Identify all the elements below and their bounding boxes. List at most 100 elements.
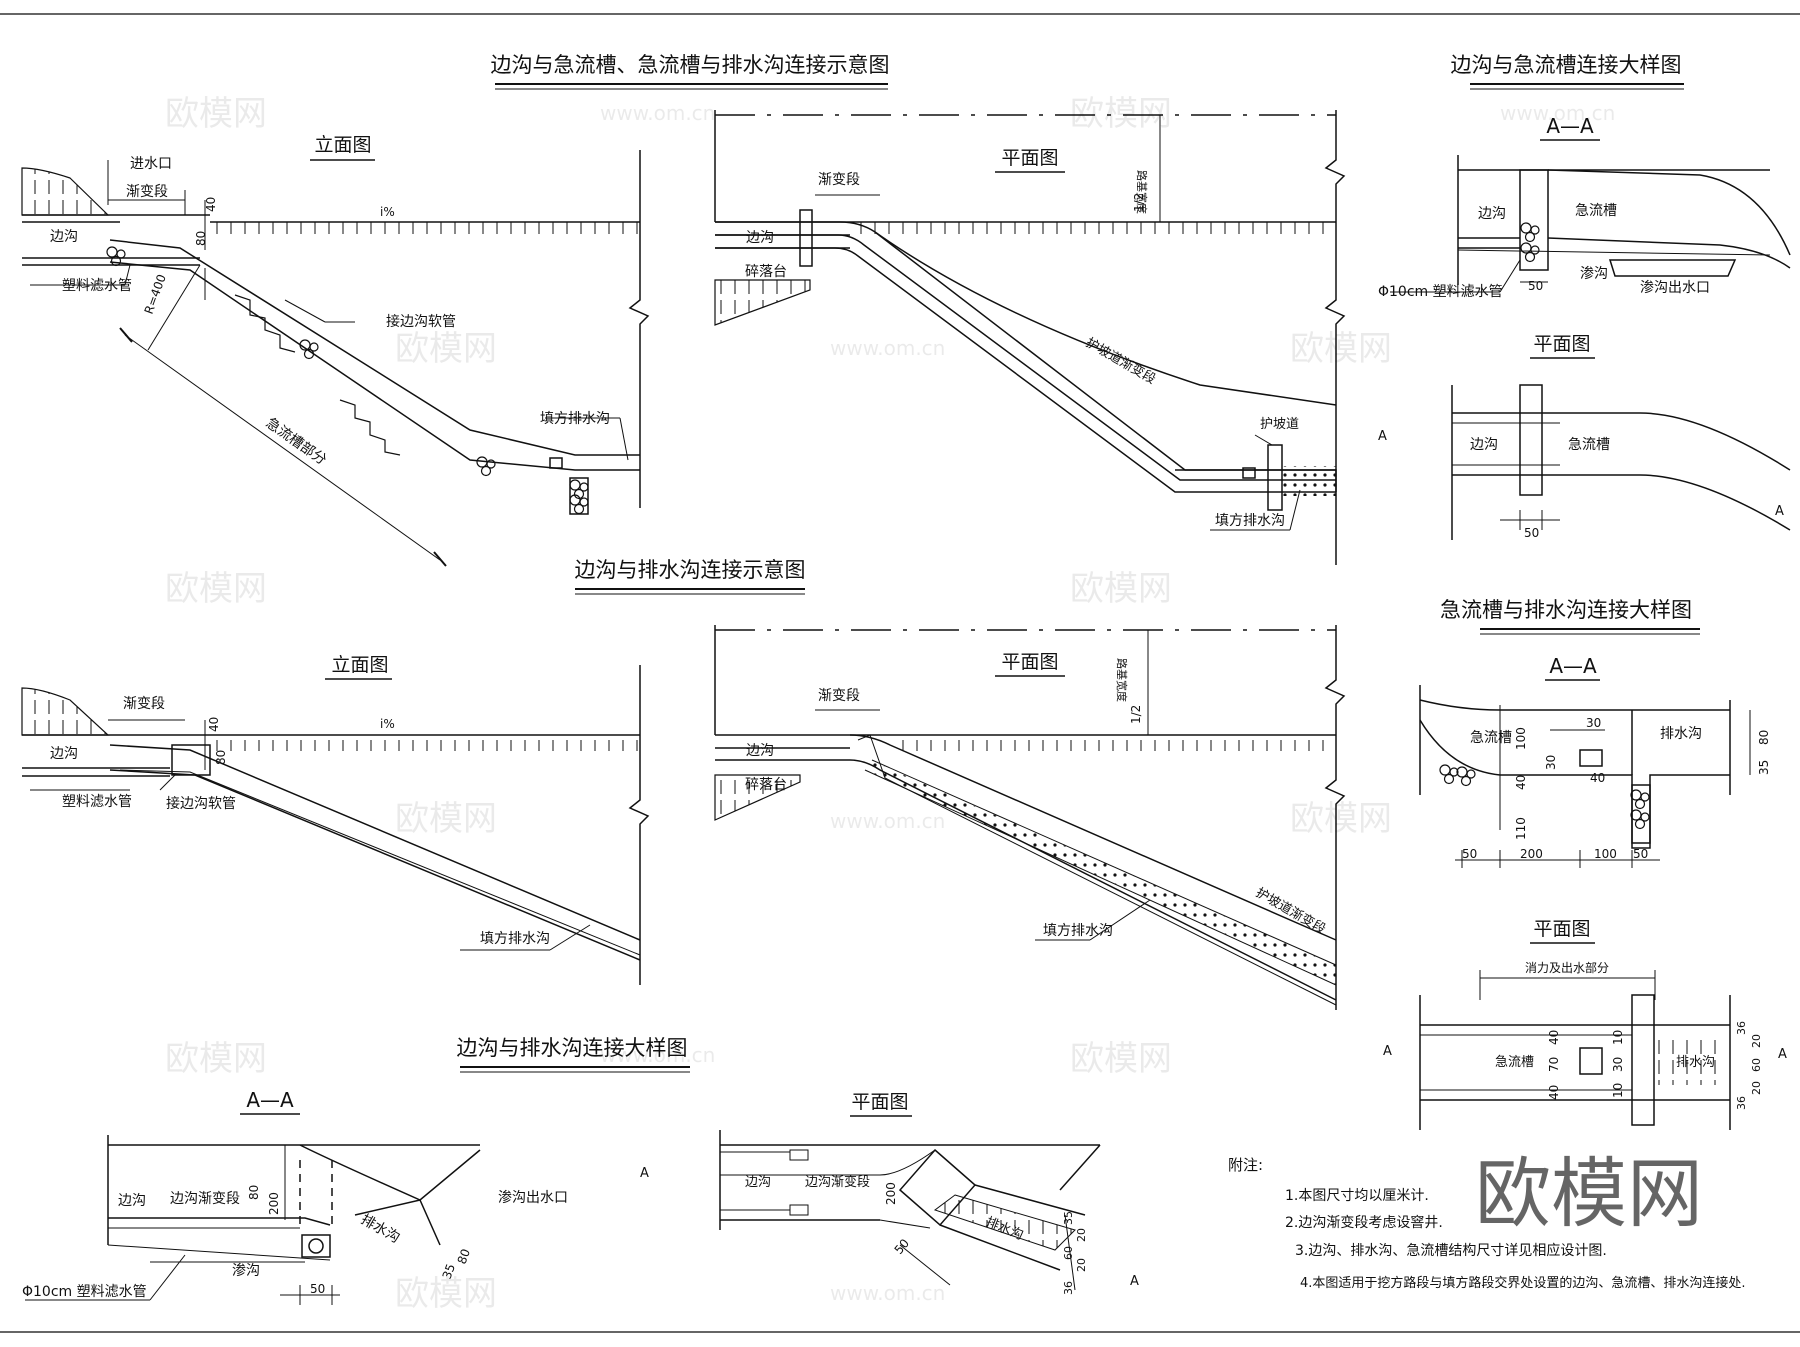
svg-text:碎落台: 碎落台 [745, 777, 787, 793]
svg-text:边沟: 边沟 [745, 1175, 771, 1190]
svg-text:40: 40 [1514, 775, 1528, 790]
svg-text:200: 200 [884, 1182, 898, 1205]
elevation-view-1: 立面图 [21, 134, 650, 567]
svg-text:1/2: 1/2 [1129, 705, 1143, 724]
svg-text:急流槽: 急流槽 [1568, 437, 1610, 453]
svg-text:www.om.cn: www.om.cn [830, 1281, 945, 1305]
svg-text:50: 50 [1528, 279, 1543, 293]
elevation-view-1-labels: 进水口 渐变段 边沟 塑料滤水管 i% 40 80 R=400 接边沟软管 急流… [50, 156, 610, 468]
plan-view-1: 平面图 [714, 110, 1346, 565]
section-view-3: A—A [25, 1088, 481, 1305]
svg-text:欧模网: 欧模网 [1070, 94, 1172, 134]
svg-text:A: A [1778, 1047, 1787, 1062]
svg-text:40: 40 [1547, 1085, 1561, 1100]
svg-text:3.边沟、排水沟、急流槽结构尺寸详见相应设计图.: 3.边沟、排水沟、急流槽结构尺寸详见相应设计图. [1295, 1242, 1607, 1259]
svg-text:填方排水沟: 填方排水沟 [1215, 513, 1285, 529]
title-4: 急流槽与排水沟连接大样图 [1440, 598, 1700, 635]
title-5: 边沟与排水沟连接大样图 [457, 1036, 690, 1073]
svg-text:35: 35 [1062, 1211, 1075, 1225]
svg-text:急流槽与排水沟连接大样图: 急流槽与排水沟连接大样图 [1440, 598, 1692, 622]
svg-text:20: 20 [1075, 1228, 1088, 1242]
svg-text:排水沟: 排水沟 [1660, 726, 1702, 742]
svg-text:www.om.cn: www.om.cn [600, 101, 715, 125]
svg-text:1.本图尺寸均以厘米计.: 1.本图尺寸均以厘米计. [1285, 1188, 1429, 1204]
title-2: 边沟与急流槽连接大样图 [1451, 53, 1684, 90]
svg-text:欧模网: 欧模网 [165, 569, 267, 609]
svg-text:20: 20 [1750, 1081, 1763, 1095]
svg-text:边沟渐变段: 边沟渐变段 [170, 1191, 240, 1207]
svg-text:20: 20 [1075, 1258, 1088, 1272]
svg-text:急流槽部分: 急流槽部分 [263, 415, 330, 468]
svg-text:110: 110 [1514, 817, 1528, 840]
svg-text:30: 30 [1586, 716, 1601, 730]
svg-text:50: 50 [1524, 526, 1539, 540]
svg-text:接边沟软管: 接边沟软管 [386, 313, 456, 330]
notes-block: 附注: 1.本图尺寸均以厘米计. 2.边沟渐变段考虑设窨井. 3.边沟、排水沟、… [1228, 1156, 1746, 1291]
section-view-1-labels: 边沟 急流槽 50 渗沟 渗沟出水口 Φ10cm 塑料滤水管 [1378, 203, 1710, 300]
svg-text:立面图: 立面图 [314, 134, 371, 156]
svg-text:35: 35 [1757, 760, 1771, 775]
svg-text:R=400: R=400 [142, 272, 169, 316]
svg-text:40: 40 [1547, 1030, 1561, 1045]
section-view-2: A—A [1419, 654, 1751, 868]
svg-text:平面图: 平面图 [1001, 147, 1058, 169]
svg-text:平面图: 平面图 [1533, 333, 1590, 355]
svg-text:渐变段: 渐变段 [818, 688, 860, 704]
svg-text:渐变段: 渐变段 [123, 696, 165, 712]
svg-text:50: 50 [310, 1282, 325, 1296]
svg-text:边沟: 边沟 [1470, 437, 1498, 453]
svg-text:40: 40 [207, 717, 221, 732]
svg-text:消力及出水部分: 消力及出水部分 [1525, 960, 1609, 975]
svg-text:护坡道渐变段: 护坡道渐变段 [1083, 335, 1159, 388]
section-view-3-labels: 边沟 边沟渐变段 80 200 渗沟出水口 排水沟 渗沟 50 35 80 Φ1… [22, 1166, 649, 1300]
svg-text:边沟: 边沟 [118, 1193, 146, 1209]
svg-text:边沟: 边沟 [50, 229, 78, 245]
svg-text:欧模网: 欧模网 [165, 94, 267, 134]
watermark-layer: 欧模网 欧模网 欧模网 欧模网 欧模网 欧模网 欧模网 欧模网 欧模网 欧模网 … [165, 94, 1703, 1314]
svg-text:i%: i% [380, 717, 395, 731]
svg-text:100: 100 [1514, 727, 1528, 750]
svg-text:路基宽度: 路基宽度 [1135, 170, 1149, 214]
plan-view-4: 平面图 [1419, 918, 1731, 1130]
svg-text:渗沟: 渗沟 [1580, 266, 1608, 282]
svg-text:200: 200 [1520, 847, 1543, 861]
svg-text:塑料滤水管: 塑料滤水管 [62, 278, 132, 294]
svg-text:欧模网: 欧模网 [165, 1039, 267, 1079]
svg-text:边沟与急流槽、急流槽与排水沟连接示意图: 边沟与急流槽、急流槽与排水沟连接示意图 [491, 53, 890, 77]
svg-text:欧模网: 欧模网 [395, 1274, 497, 1314]
svg-text:A: A [1130, 1274, 1139, 1289]
svg-text:www.om.cn: www.om.cn [830, 336, 945, 360]
svg-text:碎落台: 碎落台 [745, 264, 787, 280]
svg-text:80: 80 [214, 750, 228, 765]
svg-text:30: 30 [1544, 755, 1558, 770]
svg-text:附注:: 附注: [1228, 1156, 1263, 1174]
plan-view-5: 平面图 [719, 1091, 1101, 1291]
svg-text:A: A [1378, 429, 1387, 444]
elevation-view-2-labels: 渐变段 边沟 塑料滤水管 接边沟软管 i% 40 80 填方排水沟 [50, 696, 550, 947]
svg-text:80: 80 [194, 231, 208, 246]
svg-text:边沟: 边沟 [50, 746, 78, 762]
svg-text:路基宽度: 路基宽度 [1115, 658, 1129, 702]
svg-text:排水沟: 排水沟 [1676, 1055, 1715, 1070]
svg-text:平面图: 平面图 [1533, 918, 1590, 940]
svg-text:渗沟出水口: 渗沟出水口 [498, 1190, 568, 1206]
svg-text:急流槽: 急流槽 [1470, 730, 1512, 746]
plan-view-3-labels: 渐变段 边沟 碎落台 1/2 路基宽度 护坡道渐变段 填方排水沟 [745, 658, 1329, 939]
svg-text:20: 20 [1750, 1034, 1763, 1048]
svg-text:欧模网: 欧模网 [395, 329, 497, 369]
svg-text:进水口: 进水口 [130, 156, 172, 172]
svg-text:A: A [1383, 1044, 1392, 1059]
svg-text:边沟渐变段: 边沟渐变段 [805, 1174, 870, 1190]
svg-text:急流槽: 急流槽 [1575, 203, 1617, 219]
svg-text:36: 36 [1062, 1281, 1075, 1295]
svg-text:4.本图适用于挖方路段与填方路段交界处设置的边沟、急流槽、排: 4.本图适用于挖方路段与填方路段交界处设置的边沟、急流槽、排水沟连接处. [1300, 1275, 1746, 1291]
svg-text:1/2: 1/2 [1132, 193, 1146, 212]
svg-text:70: 70 [1547, 1057, 1561, 1072]
plan-view-3: 平面图 [714, 625, 1346, 1010]
svg-text:50: 50 [1633, 847, 1648, 861]
svg-text:塑料滤水管: 塑料滤水管 [62, 794, 132, 810]
svg-text:60: 60 [1062, 1246, 1075, 1260]
svg-text:www.om.cn: www.om.cn [1500, 101, 1615, 125]
watermark-logo: 欧模网 [1475, 1149, 1703, 1238]
